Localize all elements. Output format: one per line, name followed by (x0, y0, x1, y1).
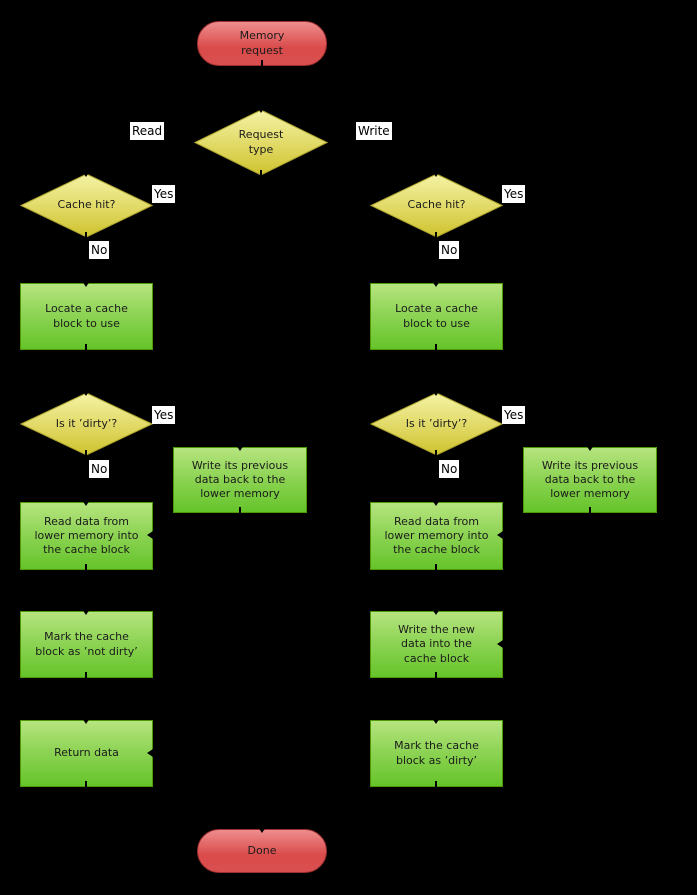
arrowhead-left-icon (147, 749, 153, 757)
edge-label-read-hit-no: No (89, 241, 110, 259)
edge-stub (85, 672, 87, 678)
process-read-return-data: Return data (20, 720, 153, 787)
edge-stub (435, 450, 437, 456)
process-write-fetch: Read data from lower memory into the cac… (370, 502, 503, 570)
edge-label-read-hit-yes: Yes (152, 185, 176, 203)
arrowhead-down-icon (432, 390, 440, 396)
decision-read-dirty: Is it ’dirty’? (20, 392, 153, 456)
arrowhead-down-icon (82, 718, 90, 724)
arrowhead-left-icon (147, 531, 153, 539)
edge-label-write-dirty-no: No (439, 460, 460, 478)
process-write-mark-dirty: Mark the cache block as ’dirty’ (370, 720, 503, 787)
edge-stub (435, 232, 437, 238)
process-write-locate-block: Locate a cache block to use (370, 283, 503, 350)
edge-label-write: Write (356, 122, 392, 140)
decision-write-cache-hit-label: Cache hit? (407, 198, 466, 212)
terminal-done: Done (197, 829, 327, 873)
decision-write-dirty-label: Is it ’dirty’? (405, 416, 468, 430)
edge-stub (435, 344, 437, 350)
arrowhead-left-icon (497, 531, 503, 539)
decision-read-dirty-label: Is it ’dirty’? (55, 416, 118, 430)
edge-label-write-hit-yes: Yes (502, 185, 526, 203)
decision-read-cache-hit-label: Cache hit? (57, 198, 116, 212)
edge-label-write-dirty-yes: Yes (502, 406, 526, 424)
edge-stub (435, 781, 437, 787)
decision-write-cache-hit: Cache hit? (370, 173, 503, 238)
arrowhead-down-icon (432, 609, 440, 615)
arrowhead-down-icon (236, 445, 244, 451)
decision-write-dirty: Is it ’dirty’? (370, 392, 503, 456)
arrowhead-left-icon (497, 640, 503, 648)
edge-label-read-dirty-no: No (89, 460, 110, 478)
decision-request-type: Request type (194, 109, 328, 176)
process-write-writeback: Write its previous data back to the lowe… (523, 447, 657, 513)
arrowhead-down-icon (82, 500, 90, 506)
arrowhead-down-icon (432, 500, 440, 506)
edge-stub (589, 507, 591, 513)
edge-stub (260, 170, 262, 176)
arrowhead-down-icon (432, 281, 440, 287)
arrowhead-down-icon (82, 281, 90, 287)
process-read-writeback: Write its previous data back to the lowe… (173, 447, 307, 513)
edge-stub (85, 564, 87, 570)
arrowhead-down-icon (82, 171, 90, 177)
edge-label-read-dirty-yes: Yes (152, 406, 176, 424)
process-read-fetch: Read data from lower memory into the cac… (20, 502, 153, 570)
edge-label-write-hit-no: No (439, 241, 460, 259)
arrowhead-down-icon (258, 827, 266, 833)
edge-stub (85, 232, 87, 238)
edge-stub (85, 344, 87, 350)
process-read-locate-block: Locate a cache block to use (20, 283, 153, 350)
edge-stub (435, 564, 437, 570)
decision-request-type-label: Request type (238, 128, 284, 156)
arrowhead-down-icon (82, 609, 90, 615)
edge-label-read: Read (130, 122, 165, 140)
arrowhead-down-icon (432, 171, 440, 177)
edge-stub (435, 672, 437, 678)
terminal-memory-request: Memory request (197, 21, 327, 66)
edge-stub (261, 60, 263, 66)
edge-stub (85, 781, 87, 787)
arrowhead-down-icon (586, 445, 594, 451)
arrowhead-down-icon (257, 107, 265, 113)
process-write-new-data: Write the new data into the cache block (370, 611, 503, 678)
edge-stub (239, 507, 241, 513)
edge-stub (85, 450, 87, 456)
arrowhead-down-icon (82, 390, 90, 396)
process-read-mark-not-dirty: Mark the cache block as ’not dirty’ (20, 611, 153, 678)
arrowhead-down-icon (432, 718, 440, 724)
decision-read-cache-hit: Cache hit? (20, 173, 153, 238)
